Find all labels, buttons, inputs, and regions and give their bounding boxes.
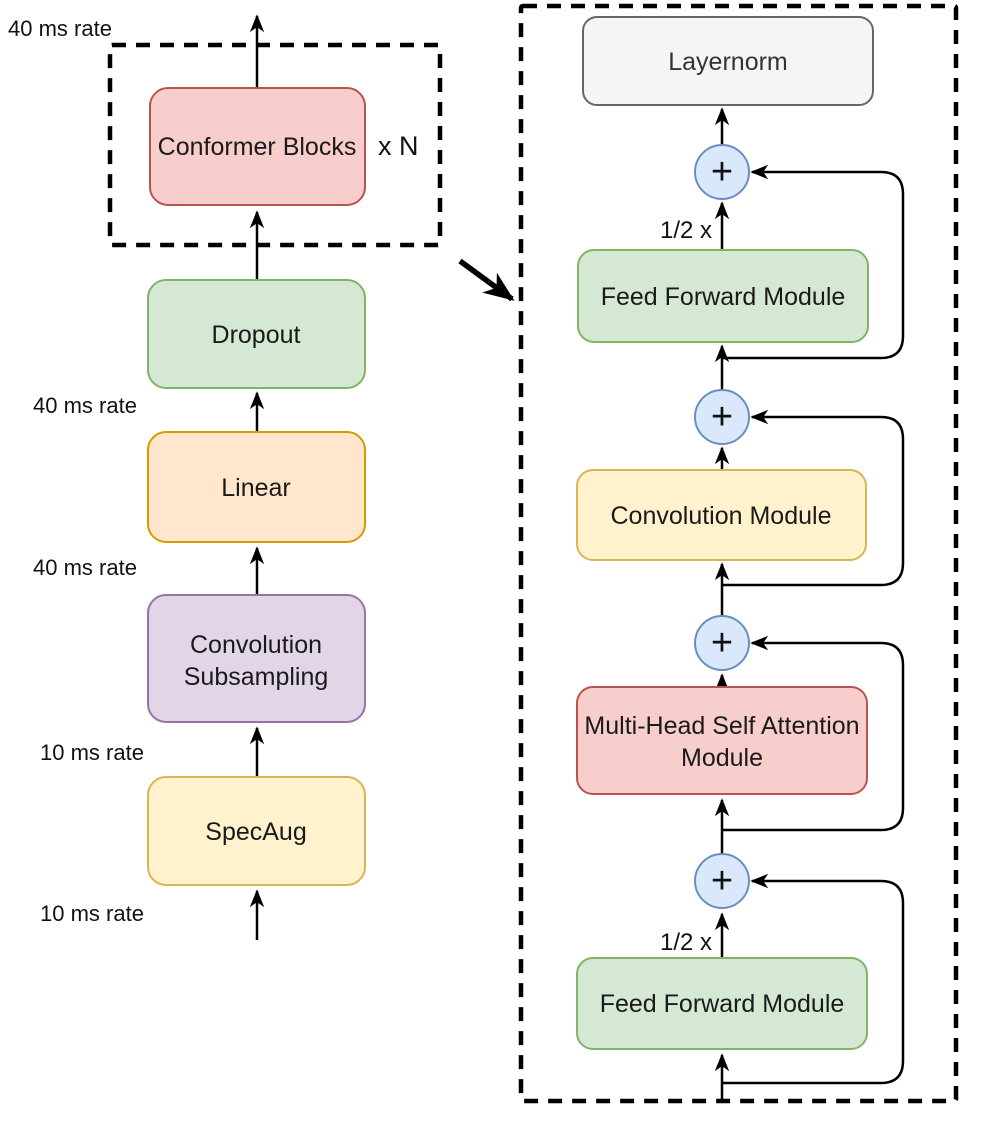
convolution-subsampling-box	[147, 594, 366, 723]
feed-forward-bottom-label: Feed Forward Module	[600, 990, 845, 1018]
linear-label: Linear	[221, 474, 291, 502]
convolution-module-label: Convolution Module	[611, 502, 832, 530]
dropout-box	[147, 279, 366, 389]
layernorm-label: Layernorm	[668, 48, 788, 76]
rate-label-after-specaug: 10 ms rate	[40, 740, 144, 765]
feed-forward-top-label: Feed Forward Module	[601, 283, 846, 311]
mhsa-module-box	[576, 686, 868, 795]
rate-label-after-linear: 40 ms rate	[33, 393, 137, 418]
mhsa-module-label-line1: Multi-Head Self Attention	[584, 712, 859, 740]
layernorm-box	[582, 16, 874, 106]
add-node-3	[694, 615, 750, 671]
residual-skip-ff-top	[722, 164, 905, 360]
rate-label-after-subsampling: 40 ms rate	[33, 555, 137, 580]
conformer-blocks-box	[149, 87, 366, 206]
conformer-block-detail: Layernorm Feed Forward Module Convolutio…	[518, 3, 959, 1104]
encoder-pipeline: Conformer Blocks x N Dropout Linear Conv…	[8, 14, 443, 940]
residual-skip-conv	[722, 409, 905, 587]
add-node-3-plus-icon: +	[711, 622, 733, 664]
rate-label-input: 10 ms rate	[40, 901, 144, 926]
conformer-blocks-repeat-label: x N	[378, 131, 419, 161]
specaug-box	[147, 776, 366, 886]
add-node-2-plus-icon: +	[711, 396, 733, 438]
add-node-4-plus-icon: +	[711, 860, 733, 902]
add-node-4	[694, 853, 750, 909]
specaug-label: SpecAug	[205, 818, 306, 846]
add-node-2	[694, 389, 750, 445]
conformer-blocks-label: Conformer Blocks	[158, 133, 357, 161]
zoom-arrow	[458, 258, 515, 302]
half-scale-label-bottom: 1/2 x	[660, 929, 712, 956]
add-node-1	[694, 144, 750, 200]
linear-box	[147, 431, 366, 543]
residual-skip-mhsa	[722, 635, 905, 832]
rate-label-output: 40 ms rate	[8, 16, 112, 41]
mhsa-module-label-line2: Module	[681, 744, 763, 772]
dropout-label: Dropout	[212, 321, 301, 349]
feed-forward-bottom-box	[576, 957, 868, 1050]
residual-skip-ff-bottom	[722, 873, 905, 1085]
convolution-subsampling-label-line2: Subsampling	[184, 663, 329, 691]
conformer-block-dashed-box	[518, 3, 959, 1104]
feed-forward-top-box	[577, 249, 869, 343]
convolution-module-box	[576, 469, 867, 561]
half-scale-label-top: 1/2 x	[660, 217, 712, 244]
add-node-1-plus-icon: +	[711, 151, 733, 193]
convolution-subsampling-label-line1: Convolution	[190, 631, 322, 659]
